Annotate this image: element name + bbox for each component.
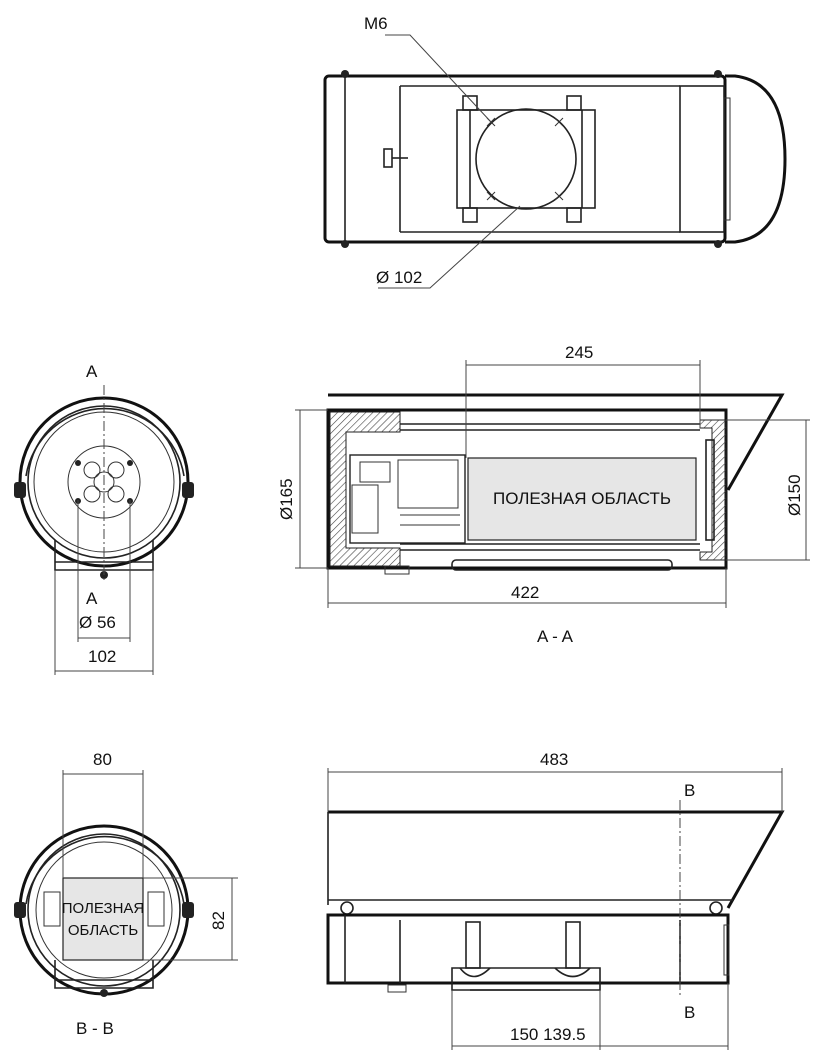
section-a-a: ПОЛЕЗНАЯ ОБЛАСТЬ 245 Ø165 Ø150 422 A - A [277, 343, 810, 646]
center-mark [75, 460, 133, 504]
section-mark-b-top: B [684, 781, 695, 800]
side-view: B B 483 150 139.5 [326, 750, 785, 1050]
useful-area-b [62, 877, 144, 961]
useful-area-label-b2: ОБЛАСТЬ [68, 922, 139, 939]
bolt-hole-marks [486, 117, 564, 201]
thread-label: M6 [364, 14, 388, 33]
diameter-dim-165: Ø165 [277, 478, 296, 520]
length-dim-245: 245 [565, 343, 593, 362]
useful-area-label-b1: ПОЛЕЗНАЯ [62, 900, 145, 917]
bolt-circle-label: Ø 102 [376, 268, 422, 287]
width-dim-80: 80 [93, 750, 112, 769]
height-dim-82: 82 [209, 911, 228, 930]
inner-diameter-dim: Ø 56 [79, 613, 116, 632]
section-mark-a-bottom: A [86, 589, 98, 608]
useful-area-a [467, 457, 697, 541]
diameter-dim-150: Ø150 [785, 474, 804, 516]
bottom-dims: 150 139.5 [510, 1025, 586, 1044]
section-caption-a: A - A [537, 627, 574, 646]
section-caption-b: B - B [76, 1019, 114, 1038]
length-dim-483: 483 [540, 750, 568, 769]
section-mark-b-bottom: B [684, 1003, 695, 1022]
end-view-b: ПОЛЕЗНАЯ ОБЛАСТЬ 80 82 B - B [14, 750, 238, 1038]
top-view: M6 Ø 102 [323, 14, 787, 289]
useful-area-label-a: ПОЛЕЗНАЯ ОБЛАСТЬ [493, 489, 671, 508]
length-dim-422: 422 [511, 583, 539, 602]
outer-width-dim: 102 [88, 647, 116, 666]
section-mark-a-top: A [86, 362, 98, 381]
end-view-a: A A Ø 56 102 [14, 362, 194, 675]
